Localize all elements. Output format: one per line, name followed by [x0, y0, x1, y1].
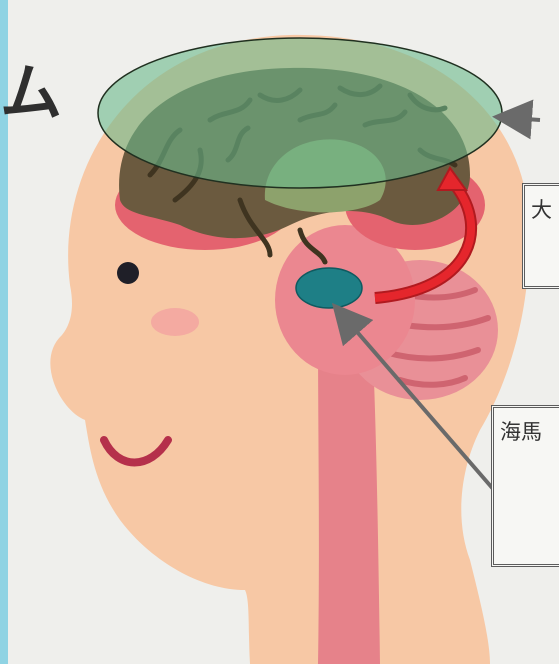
- mouth: [100, 436, 172, 467]
- cerebrum-label: 大: [531, 198, 552, 222]
- gray-pointer-arrow: [492, 99, 541, 140]
- cheek: [151, 308, 199, 336]
- eye: [117, 262, 139, 284]
- hippocampus-label: 海馬: [500, 420, 542, 444]
- title-fragment: ム: [0, 56, 63, 129]
- cerebrum-label-box: 大: [522, 183, 559, 289]
- side-color-strip: [0, 0, 8, 664]
- hippocampus-label-box: 海馬: [491, 405, 559, 567]
- gray-pointer-arrow: [331, 302, 496, 492]
- cortex-highlight: [97, 37, 503, 189]
- hippocampus-marker: [295, 267, 363, 309]
- spinal-cord: [318, 330, 380, 664]
